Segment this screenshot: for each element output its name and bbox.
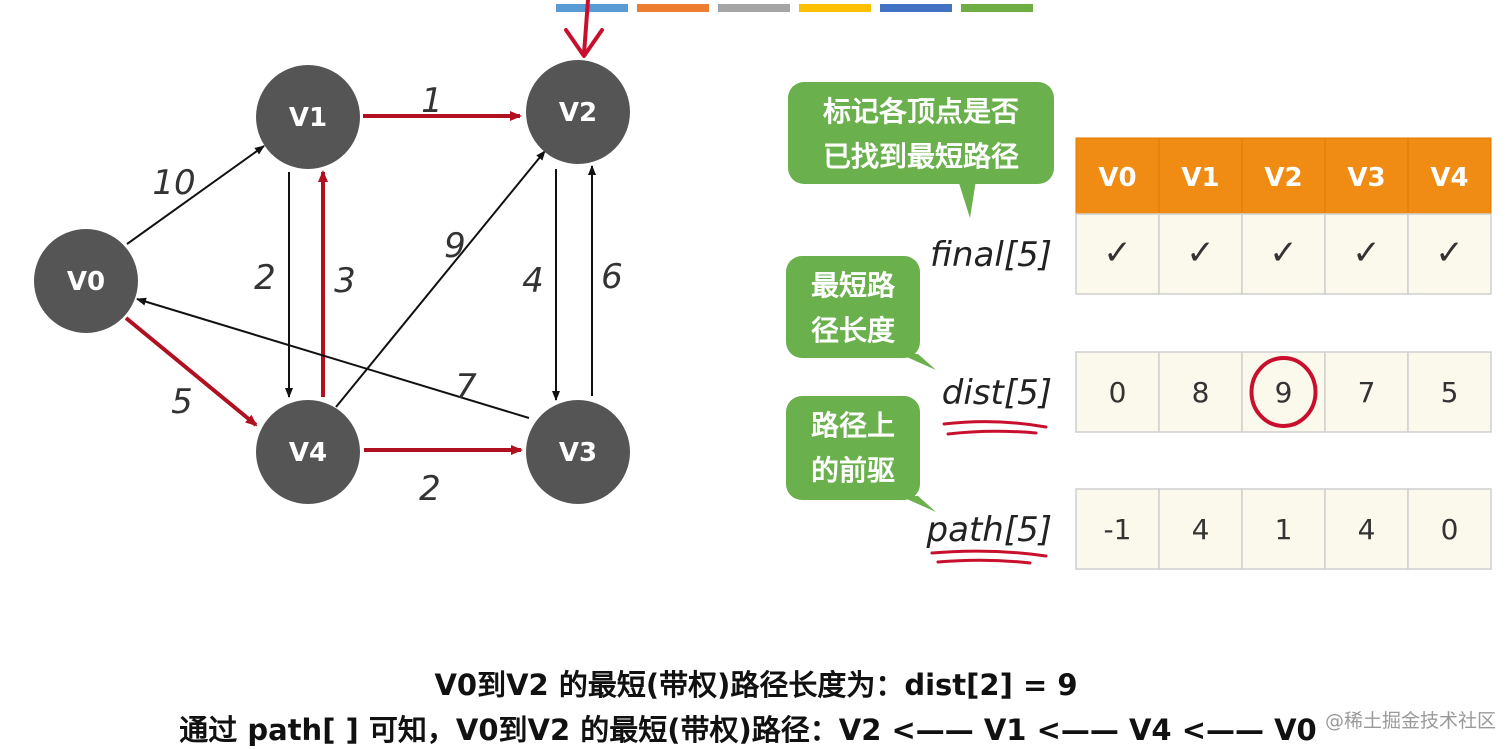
table-cell-value: ✓ — [1269, 233, 1298, 273]
color-bar-segment — [637, 4, 709, 12]
table-header-label: V0 — [1098, 163, 1136, 193]
table-cell-value: 0 — [1441, 513, 1459, 546]
table-cell — [1407, 351, 1492, 433]
table-cell-value: 4 — [1192, 513, 1210, 546]
node-label: V4 — [289, 438, 327, 468]
color-bar-segment — [556, 4, 628, 12]
table-cell — [1241, 488, 1326, 570]
table-cell — [1407, 213, 1492, 295]
edge-weight-label: 10 — [152, 163, 195, 203]
table-header-cell — [1158, 137, 1243, 215]
node-label: V0 — [67, 267, 105, 297]
watermark: @稀土掘金技术社区 — [1324, 710, 1496, 732]
callout-text: 最短路 — [811, 269, 896, 302]
callout-text: 已找到最短路径 — [823, 140, 1019, 173]
table-cell — [1075, 213, 1160, 295]
array-name: final[5] — [930, 235, 1052, 275]
table-cell — [1075, 351, 1160, 433]
callout-text: 标记各顶点是否 — [823, 95, 1019, 128]
edge-v0-v4 — [124, 316, 258, 427]
edge-v4-v2 — [335, 150, 546, 408]
callout-tail — [900, 496, 936, 512]
callout-text: 径长度 — [811, 314, 895, 347]
table-cell-value: ✓ — [1103, 233, 1132, 273]
table-header-label: V3 — [1347, 163, 1385, 193]
color-bar-segment — [718, 4, 790, 12]
state-table: V0 V1 V2 V3 V4 ✓ ✓ ✓ ✓ ✓ final[5] 0 8 9 7 5 dist[5] -1 4 1 4… — [926, 137, 1492, 570]
table-cell — [1241, 213, 1326, 295]
edge-v0-v1 — [126, 145, 265, 245]
handwritten-annotations — [564, 0, 1318, 565]
array-name: dist[5] — [942, 373, 1052, 413]
table-cell — [1158, 488, 1243, 570]
table-header-cell — [1075, 137, 1160, 215]
edge-weight-label: 5 — [171, 382, 193, 422]
caption-path: 通过 path[ ] 可知，V0到V2 的最短(带权)路径：V2 <—— V1 … — [179, 713, 1317, 747]
table-cell-value: 1 — [1275, 513, 1293, 546]
node-v3 — [526, 400, 630, 504]
callout-bubble — [786, 256, 920, 358]
node-v1 — [256, 65, 360, 169]
callout-tail — [900, 354, 936, 370]
edge-v3-v0 — [136, 297, 530, 419]
edge-weight-label: 2 — [419, 469, 441, 509]
callout-bubble — [786, 396, 920, 500]
edge-weight-label: 9 — [444, 226, 466, 266]
edge-weight-label: 7 — [455, 367, 477, 407]
node-v2 — [526, 60, 630, 164]
color-bar-segment — [880, 4, 952, 12]
node-label: V1 — [289, 103, 327, 133]
color-bar-segment — [799, 4, 871, 12]
color-bar-segment — [961, 4, 1033, 12]
table-header-cell — [1407, 137, 1492, 215]
underline-mark — [942, 420, 1048, 429]
underline-mark — [936, 558, 1032, 565]
table-cell — [1241, 351, 1326, 433]
color-bar — [556, 4, 1033, 12]
table-cell-value: ✓ — [1352, 233, 1381, 273]
underline-mark — [930, 549, 1048, 558]
callout-bubble — [788, 82, 1054, 184]
table-cell — [1324, 351, 1409, 433]
table-cell-value: 5 — [1441, 376, 1459, 409]
table-cell — [1324, 488, 1409, 570]
highlight-circle — [1249, 356, 1318, 428]
table-header-label: V1 — [1181, 163, 1219, 193]
node-v4 — [256, 400, 360, 504]
callout-tail — [958, 180, 976, 218]
table-cell-value: 7 — [1358, 376, 1376, 409]
node-label: V2 — [559, 98, 597, 128]
table-cell-value: 0 — [1109, 376, 1127, 409]
pointer-arrow — [582, 0, 590, 56]
node-v0 — [34, 229, 138, 333]
edge-weight-label: 3 — [334, 261, 356, 301]
table-header-label: V2 — [1264, 163, 1302, 193]
node-label: V3 — [559, 438, 597, 468]
table-cell-value: 9 — [1275, 376, 1293, 409]
table-cell-value: 8 — [1192, 376, 1210, 409]
table-cell — [1075, 488, 1160, 570]
array-name: path[5] — [926, 510, 1052, 550]
table-cell-value: ✓ — [1186, 233, 1215, 273]
edge-weight-label: 6 — [601, 257, 623, 297]
caption-distance: V0到V2 的最短(带权)路径长度为：dist[2] = 9 — [434, 668, 1078, 702]
table-cell-value: -1 — [1104, 513, 1132, 546]
underline-mark — [946, 429, 1038, 436]
table-cell-value: ✓ — [1435, 233, 1464, 273]
callout-text: 路径上 — [811, 409, 895, 442]
table-header-label: V4 — [1430, 163, 1468, 193]
callout-text: 的前驱 — [811, 454, 895, 487]
edge-weight-label: 4 — [522, 261, 544, 301]
table-cell-value: 4 — [1358, 513, 1376, 546]
edge-weight-label: 1 — [421, 81, 443, 121]
pointer-arrow-head — [564, 28, 604, 58]
table-cell — [1158, 213, 1243, 295]
edge-weight-label: 2 — [254, 258, 276, 298]
graph-edges: 10 1 2 3 9 4 6 7 5 2 — [124, 81, 623, 509]
table-cell — [1407, 488, 1492, 570]
